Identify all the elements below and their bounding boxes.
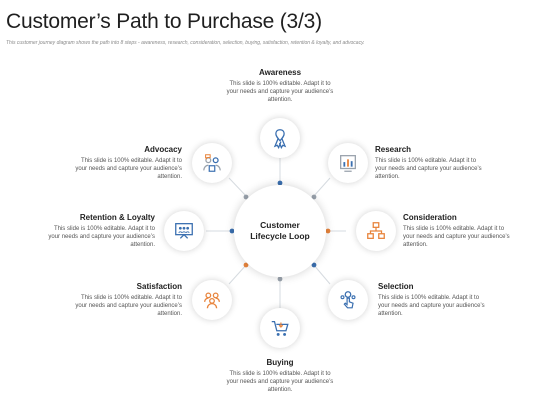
consideration-node [356, 211, 396, 251]
consideration-title: Consideration [403, 213, 457, 222]
awareness-desc: This slide is 100% editable. Adapt it to… [226, 81, 334, 103]
research-desc: This slide is 100% editable. Adapt it to… [375, 158, 482, 180]
retention-label: Retention & Loyalty This slide is 100% e… [45, 213, 155, 249]
satisfaction-node [192, 280, 232, 320]
selection-node [328, 280, 368, 320]
research-node [328, 143, 368, 183]
page-title: Customer’s Path to Purchase (3/3) [6, 10, 322, 33]
retention-node [164, 211, 204, 251]
group-icon [204, 292, 220, 309]
satisfaction-desc: This slide is 100% editable. Adapt it to… [75, 295, 182, 317]
people-talking-icon [203, 154, 221, 172]
selection-desc: This slide is 100% editable. Adapt it to… [378, 295, 485, 317]
advocacy-title: Advocacy [144, 145, 182, 154]
center-label-line1: Customer [260, 220, 300, 230]
center-label-line2: Lifecycle Loop [250, 231, 310, 241]
buying-node [260, 308, 300, 348]
consideration-desc: This slide is 100% editable. Adapt it to… [403, 226, 510, 248]
advocacy-desc: This slide is 100% editable. Adapt it to… [75, 158, 182, 180]
advocacy-node [192, 143, 232, 183]
buying-label: Buying This slide is 100% editable. Adap… [225, 358, 335, 394]
research-label: Research This slide is 100% editable. Ad… [375, 145, 485, 181]
selection-label: Selection This slide is 100% editable. A… [378, 282, 488, 318]
advocacy-label: Advocacy This slide is 100% editable. Ad… [72, 145, 182, 181]
satisfaction-title: Satisfaction [136, 282, 182, 291]
awareness-label: Awareness This slide is 100% editable. A… [225, 68, 335, 104]
shopping-cart-icon [271, 320, 289, 336]
hand-select-icon [340, 291, 356, 309]
retention-title: Retention & Loyalty [79, 213, 155, 222]
chart-report-icon [340, 155, 356, 172]
research-title: Research [375, 145, 412, 154]
page-subtitle: This customer journey diagram shows the … [6, 40, 365, 46]
awareness-title: Awareness [258, 68, 302, 77]
consideration-label: Consideration This slide is 100% editabl… [403, 213, 513, 249]
satisfaction-label: Satisfaction This slide is 100% editable… [72, 282, 182, 318]
buying-title: Buying [266, 358, 294, 367]
buying-desc: This slide is 100% editable. Adapt it to… [226, 371, 334, 393]
center-hub: Customer Lifecycle Loop [234, 185, 326, 277]
retention-desc: This slide is 100% editable. Adapt it to… [48, 226, 155, 248]
presentation-board-icon [175, 223, 193, 239]
selection-title: Selection [378, 282, 414, 291]
awareness-node [260, 118, 300, 158]
ribbon-icon [273, 129, 287, 149]
org-chart-icon [367, 222, 385, 239]
